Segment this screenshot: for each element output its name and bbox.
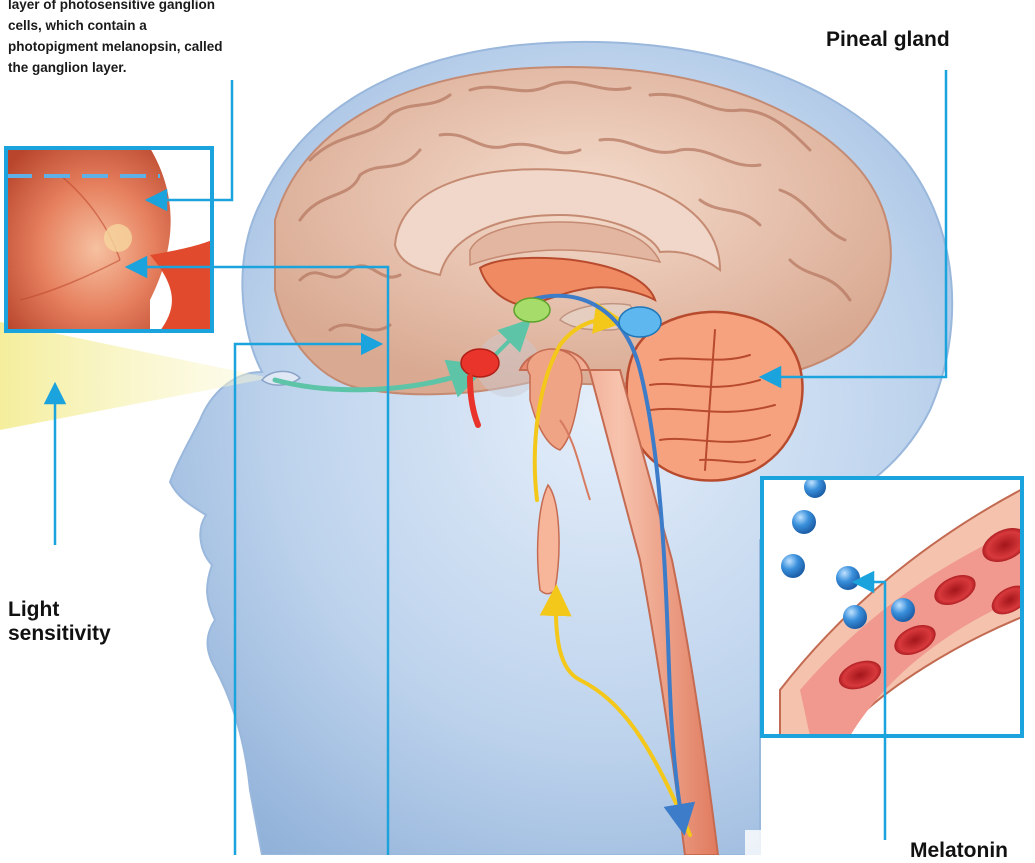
- suprachiasmatic-nucleus: [461, 349, 499, 377]
- ganglion-layer-caption: layer of photosensitive ganglion cells, …: [8, 0, 270, 78]
- light-sensitivity-line: sensitivity: [8, 622, 111, 646]
- melatonin-molecule: [891, 598, 915, 622]
- pineal-gland-node: [619, 307, 661, 337]
- caption-line: layer of photosensitive ganglion: [8, 0, 270, 15]
- caption-line: photopigment melanopsin, called: [8, 36, 270, 57]
- melatonin-molecule: [843, 605, 867, 629]
- pineal-gland-label: Pineal gland: [826, 28, 950, 52]
- melatonin-molecule: [836, 566, 860, 590]
- cerebellum: [627, 312, 803, 481]
- caption-line: the ganglion layer.: [8, 57, 270, 78]
- blood-vessel-inset: [762, 476, 1035, 736]
- light-sensitivity-label: Light sensitivity: [8, 598, 111, 646]
- paraventricular-nucleus: [514, 298, 550, 322]
- caption-line: cells, which contain a: [8, 15, 270, 36]
- melatonin-molecule: [781, 554, 805, 578]
- light-sensitivity-line: Light: [8, 598, 111, 622]
- melatonin-molecule: [792, 510, 816, 534]
- retina-inset: [6, 148, 212, 331]
- melatonin-label: Melatonin: [910, 839, 1008, 863]
